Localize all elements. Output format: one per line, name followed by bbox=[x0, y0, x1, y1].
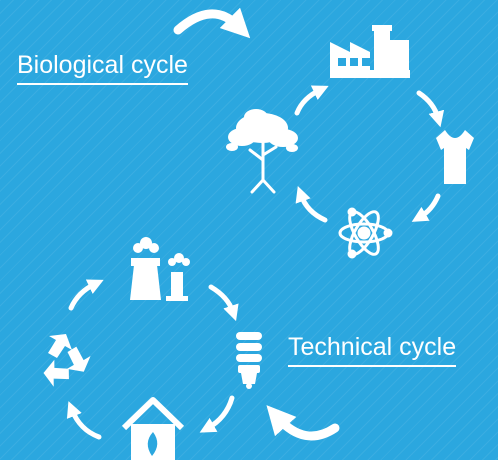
factory-icon bbox=[330, 25, 410, 78]
technical-cycle-label: Technical cycle bbox=[288, 333, 457, 367]
tech-arrow-house-to-recycle bbox=[66, 401, 102, 440]
power-plant-icon bbox=[130, 237, 190, 301]
recycle-icon bbox=[43, 334, 91, 387]
technical-cycle-arrows bbox=[66, 279, 239, 440]
biological-cycle-label: Biological cycle bbox=[17, 51, 188, 85]
eco-house-icon bbox=[121, 397, 185, 460]
biological-cycle-arrows bbox=[294, 85, 445, 223]
atom-icon bbox=[338, 207, 393, 259]
lightbulb-icon bbox=[236, 332, 262, 389]
tech-arrow-recycle-to-plant bbox=[68, 279, 104, 311]
bio-arrow-factory-to-shirt bbox=[416, 90, 445, 128]
transition-arrow-top bbox=[173, 7, 251, 39]
tree-icon bbox=[226, 109, 298, 194]
transition-arrow-bottom bbox=[266, 405, 340, 441]
tech-arrow-plant-to-bulb bbox=[208, 284, 239, 322]
bio-arrow-atom-to-tree bbox=[295, 185, 328, 223]
tshirt-icon bbox=[436, 130, 474, 184]
tech-arrow-bulb-to-house bbox=[199, 395, 235, 433]
bio-arrow-tree-to-factory bbox=[294, 85, 329, 116]
bio-arrow-shirt-to-atom bbox=[411, 193, 441, 222]
